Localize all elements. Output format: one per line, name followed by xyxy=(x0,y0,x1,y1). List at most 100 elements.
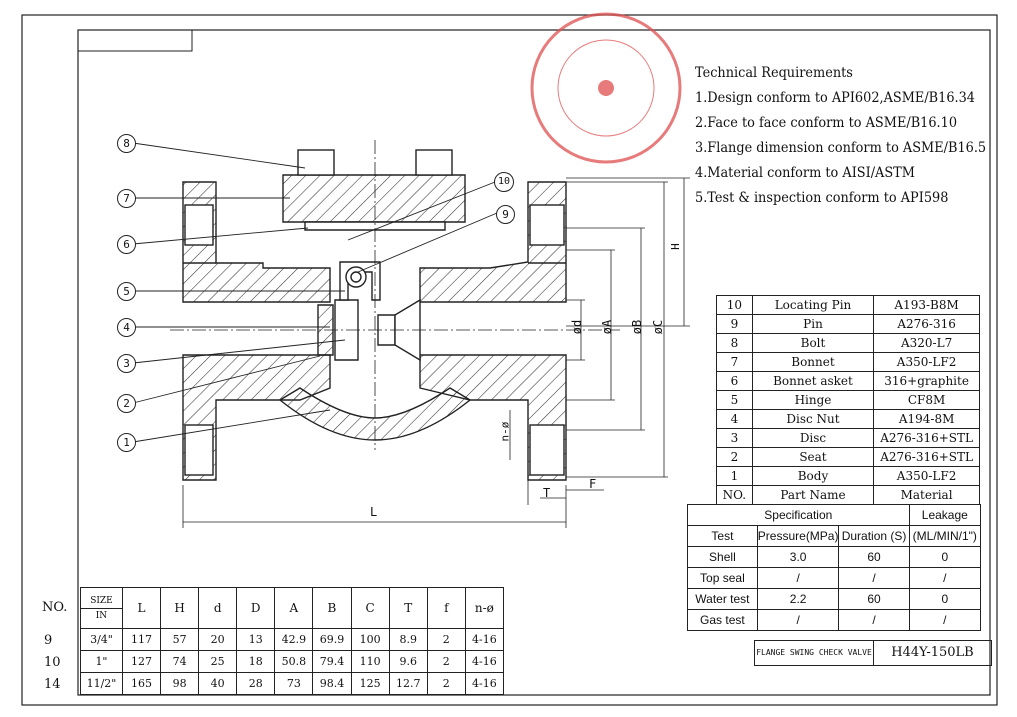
part-material: A276-316+STL xyxy=(873,428,980,448)
balloon-9: 9 xyxy=(496,205,515,224)
dim-label-A: øA xyxy=(600,319,615,335)
part-no: 1 xyxy=(716,466,753,486)
dims-value: 117 xyxy=(121,628,162,651)
balloon-5: 5 xyxy=(117,282,136,301)
dims-value: 57 xyxy=(160,628,200,651)
balloon-8: 8 xyxy=(117,134,136,153)
part-name: Seat xyxy=(751,447,875,467)
dims-value: 40 xyxy=(198,672,238,695)
dims-value: 9.6 xyxy=(388,650,428,673)
balloon-1: 1 xyxy=(117,433,136,452)
dim-label-C: øC xyxy=(651,319,666,335)
part-name: Bonnet asket xyxy=(751,371,875,391)
spec-cell: 0 xyxy=(908,546,982,568)
dims-value: 50.8 xyxy=(274,650,314,673)
spec-header: Test xyxy=(687,525,758,547)
part-material: A276-316 xyxy=(873,314,980,334)
spec-cell: 60 xyxy=(838,588,910,610)
balloon-leaders xyxy=(132,142,498,443)
balloon-3: 3 xyxy=(117,354,136,373)
spec-cell: / xyxy=(838,609,910,631)
dims-row-no: 9 xyxy=(44,633,53,648)
part-material: A320-L7 xyxy=(873,333,980,353)
spec-header: Pressure(MPa) xyxy=(756,525,840,547)
requirement-3: 3.Flange dimension conform to ASME/B16.5 xyxy=(695,140,987,156)
dims-value: 42.9 xyxy=(274,628,314,651)
part-name: Pin xyxy=(751,314,875,334)
dims-column-header: T xyxy=(388,587,428,629)
part-material: CF8M xyxy=(873,390,980,410)
dims-row-no: 14 xyxy=(44,677,61,692)
title-block-model: H44Y-150LB xyxy=(891,645,974,660)
company-seal xyxy=(530,12,682,164)
dims-row-no: 10 xyxy=(44,655,61,670)
dims-value: 74 xyxy=(160,650,200,673)
dims-value: 4-16 xyxy=(464,672,505,695)
parts-header-material: Material xyxy=(873,485,980,505)
part-name: Bolt xyxy=(751,333,875,353)
dims-value: 127 xyxy=(121,650,162,673)
dim-label-H: H xyxy=(668,243,682,250)
spec-cell: 3.0 xyxy=(756,546,840,568)
balloon-2: 2 xyxy=(117,394,136,413)
dims-size: 11/2" xyxy=(80,672,123,695)
dim-label-d: ød xyxy=(570,319,585,335)
dims-value: 69.9 xyxy=(312,628,352,651)
dims-column-header: n-ø xyxy=(464,587,505,629)
requirement-2: 2.Face to face conform to ASME/B16.10 xyxy=(695,115,958,131)
spec-cell: / xyxy=(908,567,982,589)
spec-cell: / xyxy=(908,609,982,631)
spec-cell: / xyxy=(756,609,840,631)
part-name: Bonnet xyxy=(751,352,875,372)
title-block: FLANGE SWING CHECK VALVE H44Y-150LB xyxy=(754,640,992,666)
dims-value: 4-16 xyxy=(464,628,505,651)
dims-value: 28 xyxy=(236,672,276,695)
dim-label-n: n-ø xyxy=(498,421,512,442)
part-no: 6 xyxy=(716,371,753,391)
dim-label-T: T xyxy=(543,486,551,500)
part-name: Disc Nut xyxy=(751,409,875,429)
dims-value: 20 xyxy=(198,628,238,651)
part-material: A193-B8M xyxy=(873,295,980,315)
part-material: A194-8M xyxy=(873,409,980,429)
balloon-7: 7 xyxy=(117,189,136,208)
outer-border xyxy=(21,14,998,706)
dims-column-header: L xyxy=(121,587,162,629)
dim-label-F: F xyxy=(589,477,597,491)
dims-value: 2 xyxy=(426,628,466,651)
requirement-1: 1.Design conform to API602,ASME/B16.34 xyxy=(695,90,976,106)
dim-label-L: L xyxy=(370,505,378,519)
dims-no-header: NO. xyxy=(42,600,68,615)
spec-row: Gas test/// xyxy=(687,609,982,631)
dims-value: 2 xyxy=(426,650,466,673)
dims-value: 165 xyxy=(121,672,162,695)
balloon-6: 6 xyxy=(117,235,136,254)
title-block-name: FLANGE SWING CHECK VALVE xyxy=(755,641,874,665)
requirement-4: 4.Material conform to AISI/ASTM xyxy=(695,165,915,181)
part-material: 316+graphite xyxy=(873,371,980,391)
dims-value: 18 xyxy=(236,650,276,673)
parts-header-name: Part Name xyxy=(751,485,875,505)
part-no: 7 xyxy=(716,352,753,372)
part-no: 5 xyxy=(716,390,753,410)
spec-cell: Gas test xyxy=(687,609,758,631)
dims-value: 110 xyxy=(350,650,390,673)
dims-value: 98.4 xyxy=(312,672,352,695)
dims-size: 3/4" xyxy=(80,628,123,651)
requirements-title: Technical Requirements xyxy=(695,65,853,81)
